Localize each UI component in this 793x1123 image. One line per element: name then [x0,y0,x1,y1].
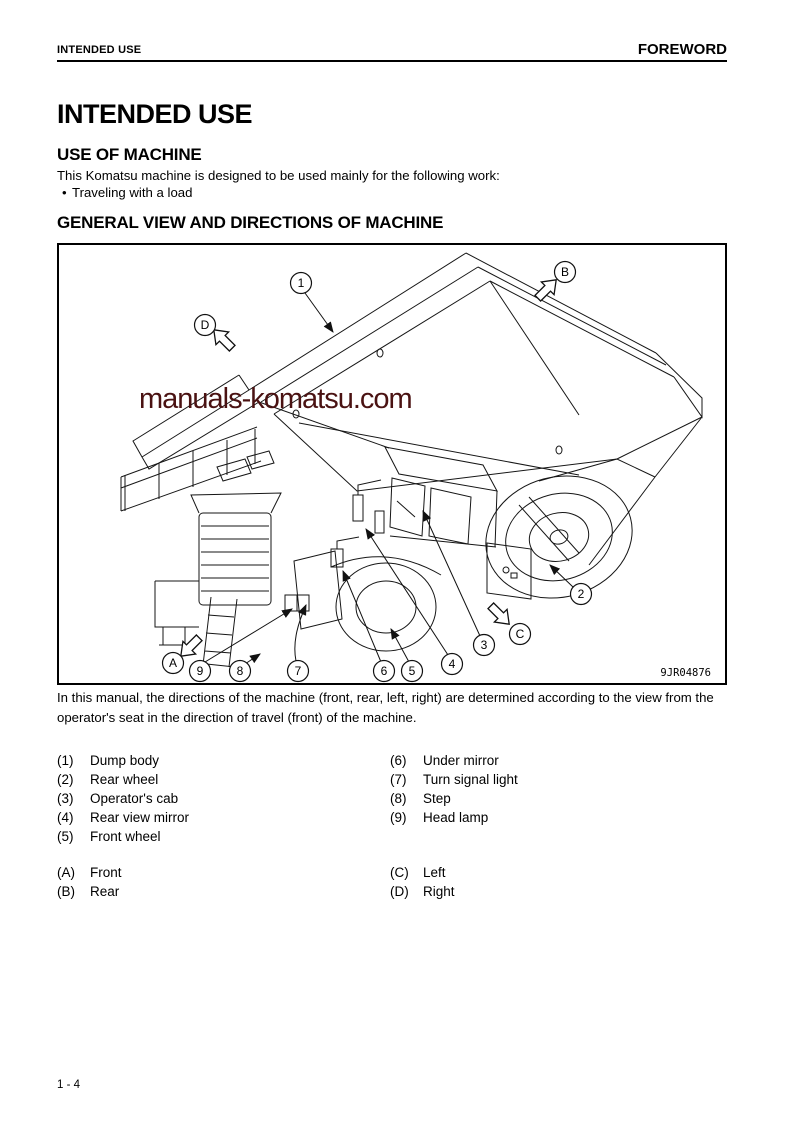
svg-text:5: 5 [409,664,416,678]
use-of-machine-bullet: • Traveling with a load [62,185,192,200]
svg-text:2: 2 [578,587,585,601]
running-header-section: INTENDED USE [57,44,142,56]
dump-truck-illustration [120,252,703,668]
direction-arrows [180,279,557,657]
arrow-rear-icon [534,279,557,302]
svg-text:7: 7 [295,664,302,678]
part-row: (6)Under mirror [390,753,499,768]
direction-row: (C)Left [390,865,446,880]
svg-text:9: 9 [197,664,204,678]
page-number: 1 - 4 [57,1079,81,1091]
watermark-text: manuals-komatsu.com [139,383,412,415]
numbered-callouts: 1 2 3 4 5 6 7 8 9 [188,271,593,683]
bullet-text: Traveling with a load [72,185,193,200]
part-row: (8)Step [390,791,451,806]
direction-row: (D)Right [390,884,455,899]
callout-2: 2 [569,582,593,606]
svg-text:C: C [516,627,525,641]
part-row: (9)Head lamp [390,810,489,825]
part-row: (4)Rear view mirror [57,810,190,825]
callout-6: 6 [372,659,396,683]
running-header-book: FOREWORD [637,41,727,58]
directions-list-left: (A)Front (B)Rear [57,863,122,901]
svg-text:D: D [201,318,210,332]
arrow-left-icon [487,602,510,625]
part-row: (5)Front wheel [57,829,161,844]
page-title: INTENDED USE [57,99,253,129]
heading-use-of-machine: USE OF MACHINE [57,145,202,164]
machine-line-drawing: manuals-komatsu.com [120,252,711,683]
figure-code: 9JR04876 [660,667,711,679]
callout-5: 5 [400,659,424,683]
callout-4: 4 [440,652,464,676]
callout-3: 3 [472,633,496,657]
callout-B: B [553,260,577,284]
part-row: (3)Operator's cab [57,791,179,806]
callout-C: C [508,622,532,646]
machine-figure: manuals-komatsu.com [57,243,727,685]
directions-list-right: (C)Left (D)Right [390,863,455,901]
part-row: (2)Rear wheel [57,772,159,787]
svg-text:6: 6 [381,664,388,678]
callout-D: D [193,313,217,337]
direction-row: (B)Rear [57,884,120,899]
svg-text:1: 1 [298,276,305,290]
header-rule [57,60,727,62]
svg-text:3: 3 [481,638,488,652]
callout-9: 9 [188,659,212,683]
figure-caption: In this manual, the directions of the ma… [57,690,714,725]
bullet-dot-icon: • [62,185,67,200]
svg-text:4: 4 [449,657,456,671]
arrow-right-icon [213,329,236,352]
use-of-machine-intro: This Komatsu machine is designed to be u… [57,168,500,183]
svg-text:8: 8 [237,664,244,678]
part-row: (1)Dump body [57,753,160,768]
letter-callouts: A B C D [161,260,577,675]
parts-list-right: (6)Under mirror (7)Turn signal light (8)… [390,751,518,827]
part-row: (7)Turn signal light [390,772,518,787]
parts-list-left: (1)Dump body (2)Rear wheel (3)Operator's… [57,751,189,846]
callout-A: A [161,651,185,675]
callout-leader-lines [204,292,574,665]
svg-text:A: A [169,656,177,670]
direction-row: (A)Front [57,865,122,880]
callout-7: 7 [286,659,310,683]
arrow-front-icon [180,634,203,657]
heading-general-view: GENERAL VIEW AND DIRECTIONS OF MACHINE [57,213,444,232]
callout-1: 1 [289,271,313,295]
svg-text:B: B [561,265,569,279]
callout-8: 8 [228,659,252,683]
